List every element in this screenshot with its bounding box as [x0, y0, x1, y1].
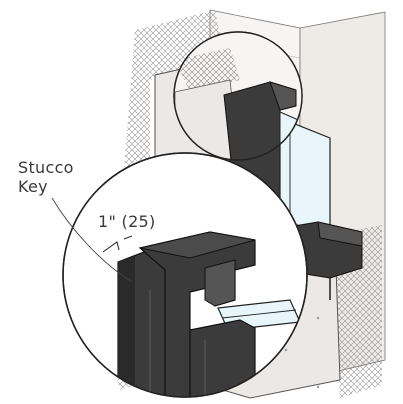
- magnifier-circle-detail: [62, 152, 308, 398]
- dimension-label: 1" (25): [98, 212, 156, 231]
- stucco-key-label-line1: Stucco: [18, 158, 74, 177]
- stucco-key-label-line2: Key: [18, 177, 48, 196]
- stucco-key-leader: [51, 197, 133, 283]
- dimension-marker: [102, 235, 133, 253]
